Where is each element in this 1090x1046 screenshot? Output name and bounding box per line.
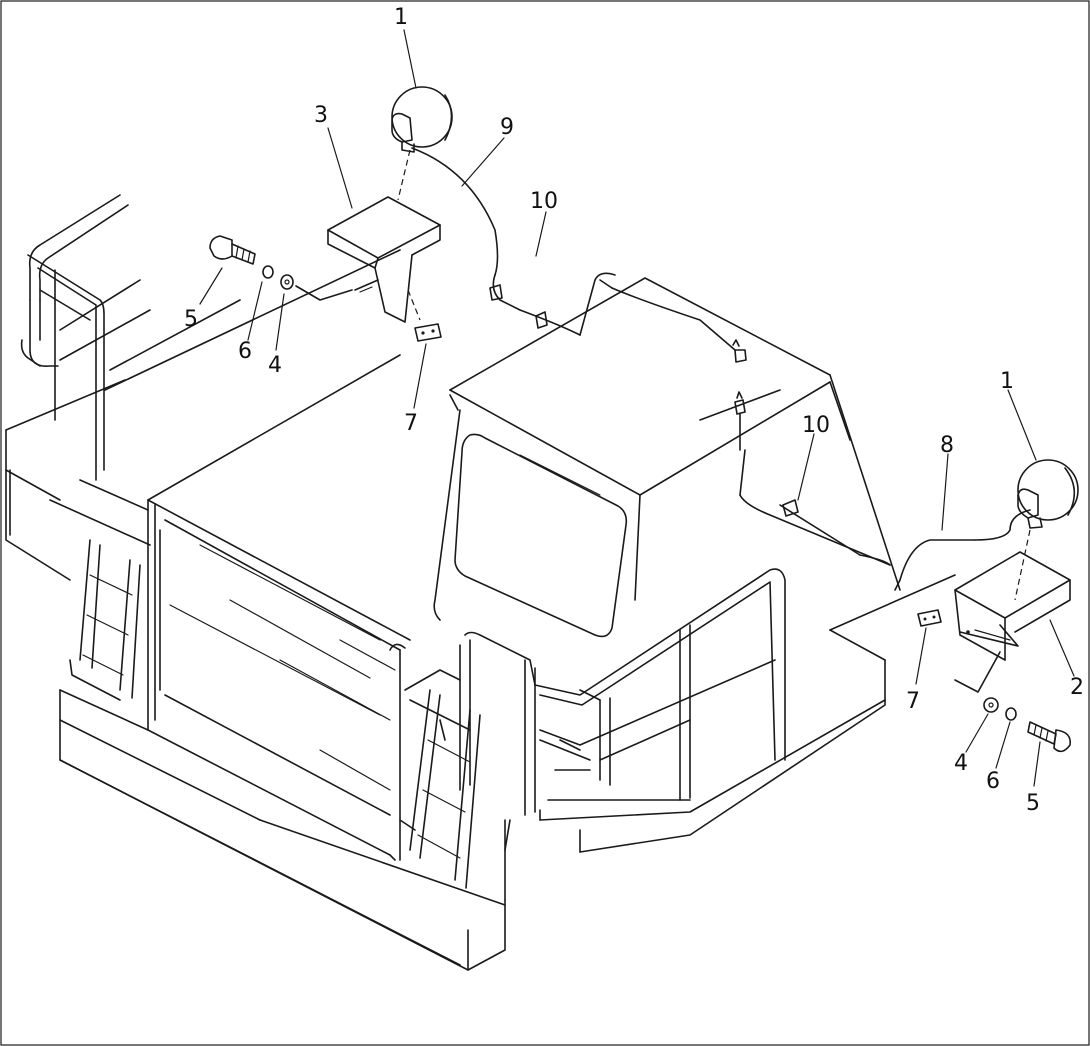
right-work-lamp-assembly — [599, 279, 1079, 753]
operator-cab — [433, 277, 901, 638]
left-work-lamp-assembly — [209, 86, 616, 342]
callout-5-left: 5 — [184, 307, 198, 332]
callout-10-right: 10 — [802, 413, 830, 438]
center-ladder — [399, 669, 481, 889]
leader-lines — [199, 29, 1075, 787]
callout-8: 8 — [940, 433, 954, 458]
hood-block — [59, 354, 511, 971]
callout-1-left: 1 — [394, 5, 408, 30]
callout-9: 9 — [500, 115, 514, 140]
callout-1-right: 1 — [1000, 369, 1014, 394]
lamp-left-icon — [391, 86, 453, 148]
callout-6-left: 6 — [238, 339, 252, 364]
right-deck — [459, 568, 956, 853]
callout-2: 2 — [1070, 675, 1084, 700]
callout-3: 3 — [314, 103, 328, 128]
callout-4-left: 4 — [268, 353, 282, 378]
callout-labels: 1 3 9 10 5 6 4 7 1 10 8 7 2 4 6 5 — [184, 5, 1084, 816]
callout-4-right: 4 — [954, 751, 968, 776]
callout-5-right: 5 — [1026, 791, 1040, 816]
callout-10-left: 10 — [530, 189, 558, 214]
left-platform — [5, 194, 401, 821]
callout-7-right: 7 — [906, 689, 920, 714]
callout-6-right: 6 — [986, 769, 1000, 794]
lamp-right-icon — [1017, 459, 1079, 521]
callout-7-left: 7 — [404, 411, 418, 436]
